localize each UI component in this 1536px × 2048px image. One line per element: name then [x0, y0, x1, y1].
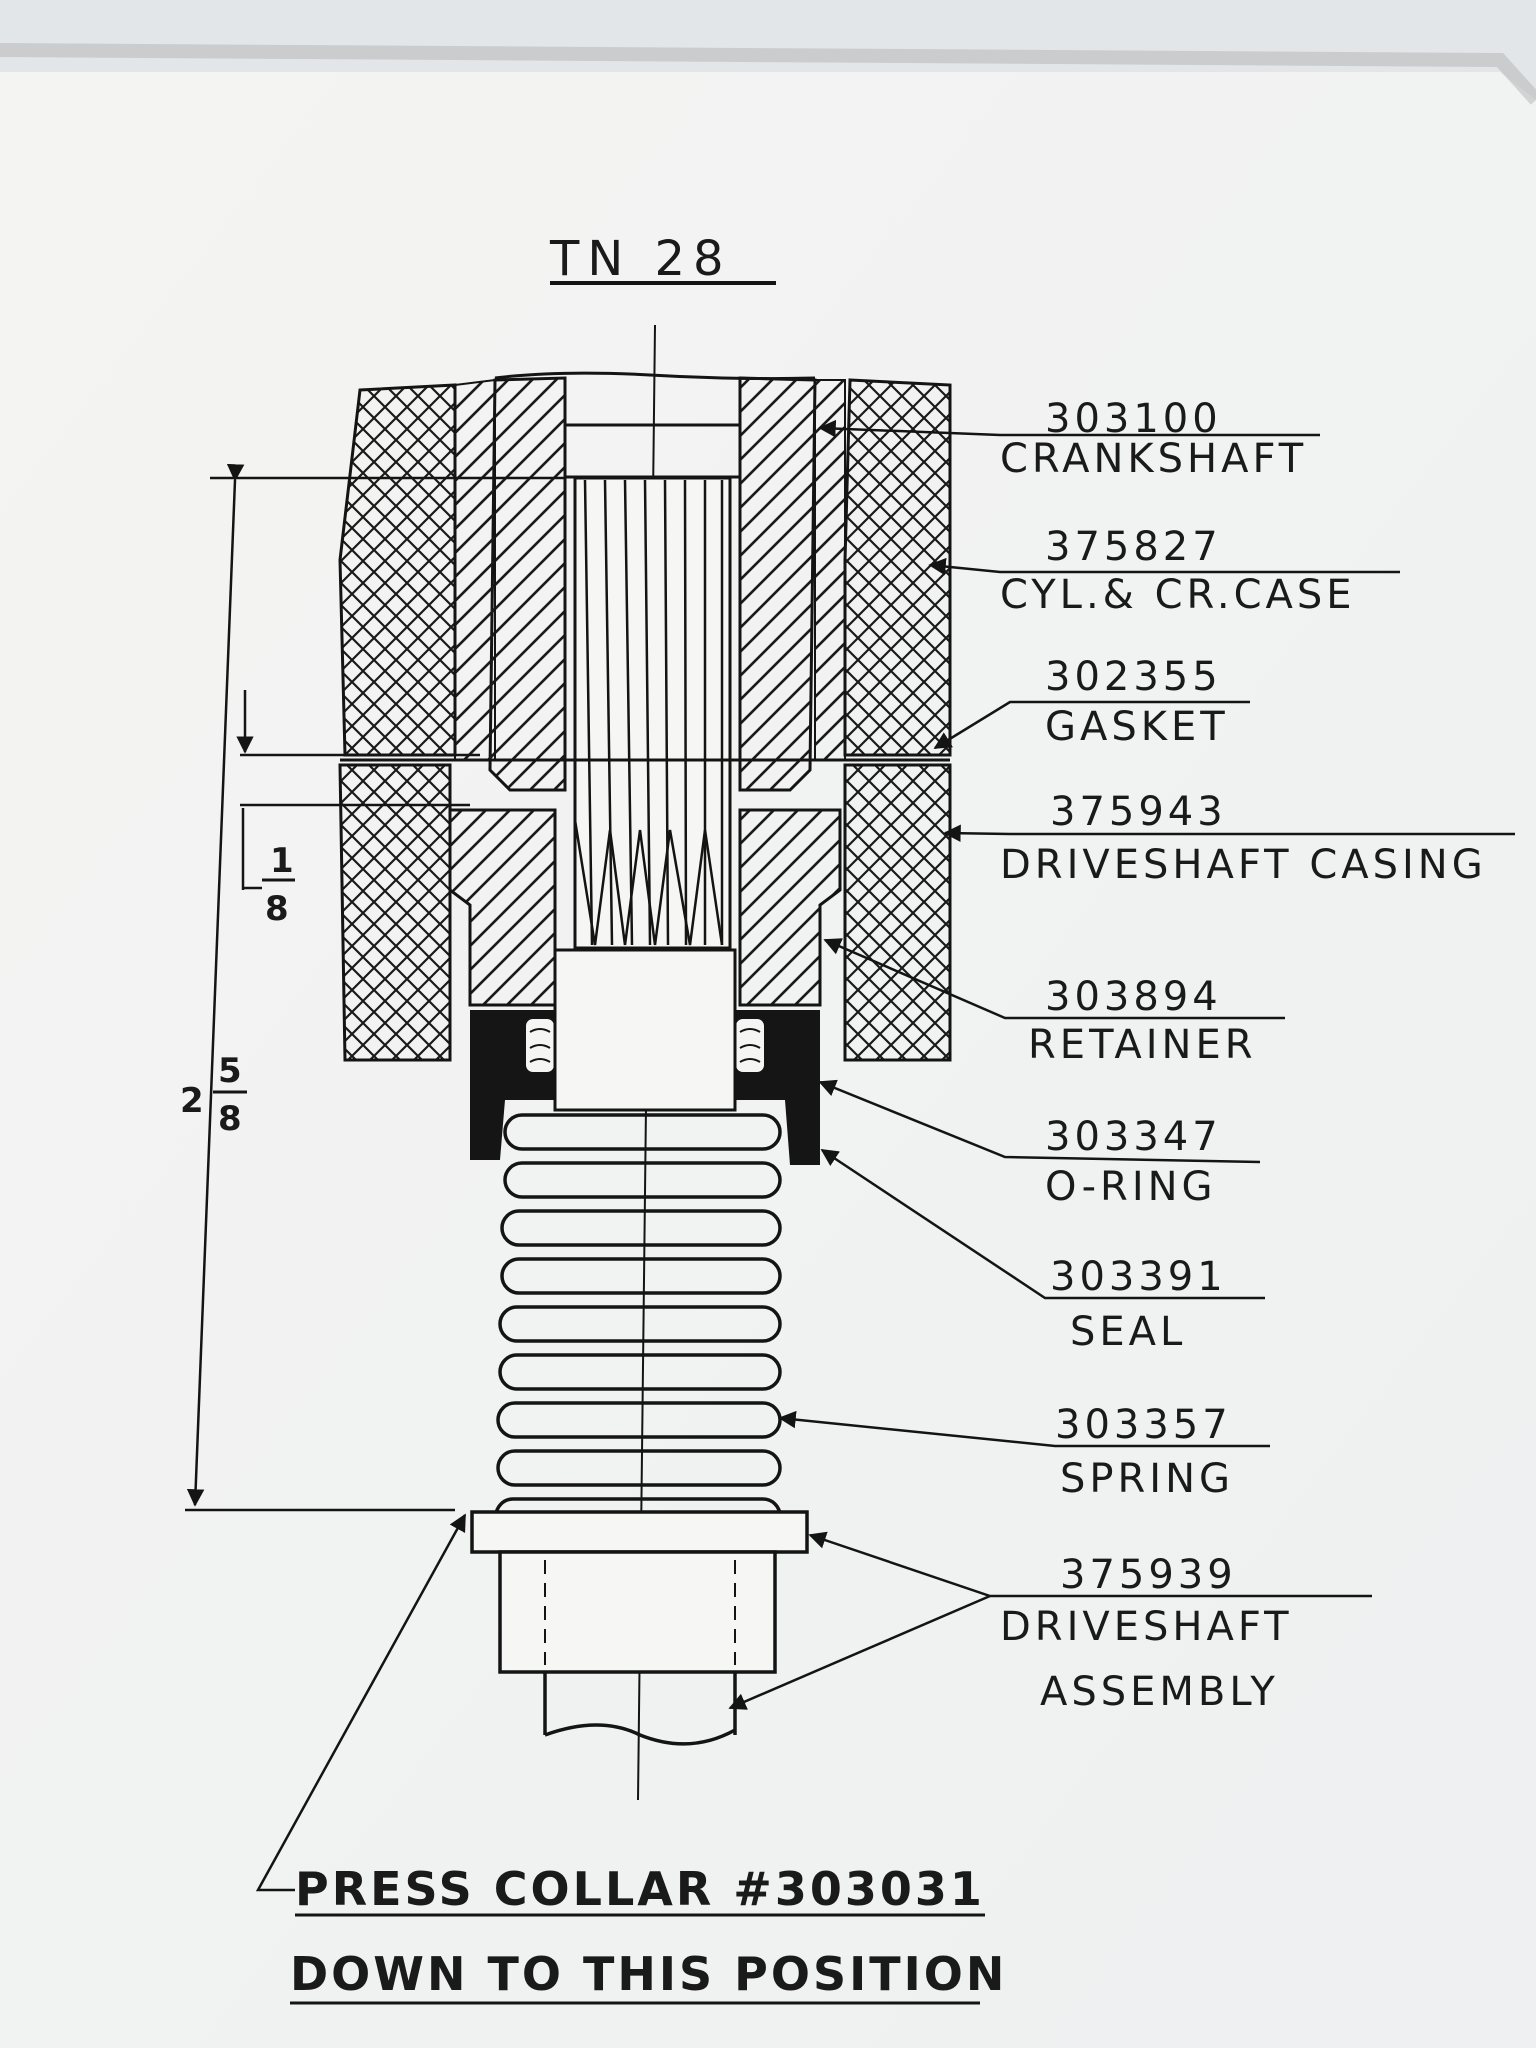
seal-retainer [470, 1010, 820, 1165]
svg-text:1: 1 [270, 841, 294, 881]
assembly-note: PRESS COLLAR #303031 DOWN TO THIS POSITI… [290, 1862, 1007, 2005]
svg-text:CRANKSHAFT: CRANKSHAFT [1000, 436, 1307, 482]
svg-text:375827: 375827 [1045, 524, 1222, 570]
svg-text:8: 8 [218, 1099, 242, 1139]
part-label-crankshaft: 303100 CRANKSHAFT [1000, 396, 1307, 482]
part-label-spring: 303357 SPRING [1055, 1402, 1234, 1502]
svg-text:GASKET: GASKET [1045, 704, 1229, 750]
svg-text:SPRING: SPRING [1060, 1456, 1234, 1502]
dim-overall: 2 5 8 [180, 1051, 247, 1139]
part-label-driveshaft-assembly: 375939 DRIVESHAFT ASSEMBLY [1000, 1552, 1293, 1715]
svg-text:DRIVESHAFT: DRIVESHAFT [1000, 1604, 1293, 1650]
part-label-driveshaft-casing: 375943 DRIVESHAFT CASING [1000, 789, 1487, 888]
svg-text:O-RING: O-RING [1045, 1164, 1217, 1210]
svg-text:SEAL: SEAL [1070, 1309, 1186, 1355]
crankshaft-section [454, 371, 846, 792]
dimension-lines [185, 463, 565, 1512]
dim-gap: 1 8 [262, 841, 295, 929]
part-label-o-ring: 303347 O-RING [1045, 1114, 1222, 1210]
svg-text:375939: 375939 [1060, 1552, 1237, 1598]
svg-text:303100: 303100 [1045, 396, 1222, 442]
svg-text:2: 2 [180, 1081, 204, 1121]
svg-text:DOWN TO THIS POSITION: DOWN TO THIS POSITION [290, 1947, 1007, 2001]
spring [494, 1113, 782, 1535]
svg-text:303357: 303357 [1055, 1402, 1232, 1448]
svg-text:PRESS COLLAR #303031: PRESS COLLAR #303031 [295, 1862, 985, 1916]
part-label-cyl-cr-case: 375827 CYL.& CR.CASE [1000, 524, 1356, 618]
svg-text:303391: 303391 [1050, 1254, 1227, 1300]
svg-text:CYL.& CR.CASE: CYL.& CR.CASE [1000, 572, 1356, 618]
svg-text:5: 5 [218, 1051, 242, 1091]
svg-text:375943: 375943 [1050, 789, 1227, 835]
svg-text:RETAINER: RETAINER [1028, 1022, 1257, 1068]
inner-shaft [553, 948, 737, 1112]
svg-text:8: 8 [265, 889, 289, 929]
shaft-splines [573, 476, 732, 950]
part-label-gasket: 302355 GASKET [1045, 654, 1229, 750]
svg-text:303894: 303894 [1045, 974, 1222, 1020]
drawing-title: TN 28 [549, 231, 732, 287]
svg-text:303347: 303347 [1045, 1114, 1222, 1160]
driveshaft-assembly [470, 1510, 809, 1746]
part-label-retainer: 303894 RETAINER [1028, 974, 1257, 1068]
svg-text:302355: 302355 [1045, 654, 1222, 700]
part-label-seal: 303391 SEAL [1050, 1254, 1227, 1355]
svg-text:ASSEMBLY: ASSEMBLY [1040, 1669, 1279, 1715]
leader-lines [255, 419, 1515, 1892]
driveshaft-casing-section [448, 808, 842, 1007]
svg-text:DRIVESHAFT CASING: DRIVESHAFT CASING [1000, 842, 1487, 888]
